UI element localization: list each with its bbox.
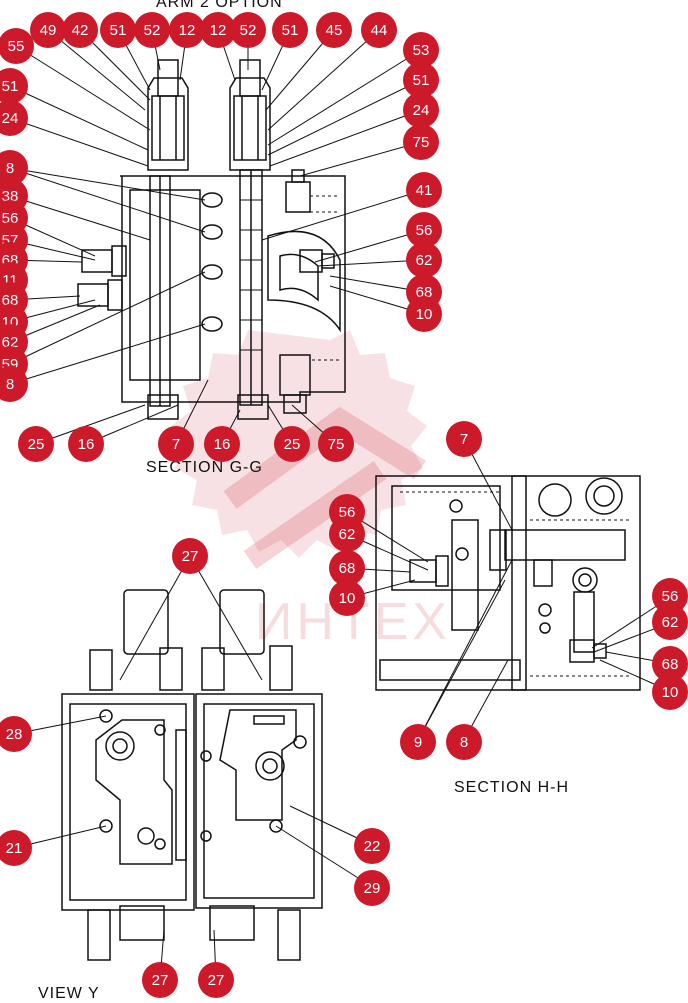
- callout: 7: [158, 426, 194, 462]
- callout: 75: [318, 426, 354, 462]
- callout: 9: [400, 724, 436, 760]
- callout: 24: [403, 92, 439, 128]
- callout: 56: [406, 212, 442, 248]
- callout: 10: [406, 296, 442, 332]
- callout: 28: [0, 716, 32, 752]
- callout: 8: [446, 724, 482, 760]
- callout: 10: [329, 580, 365, 616]
- callout: 55: [0, 28, 34, 64]
- callout: 22: [354, 828, 390, 864]
- callout: 12: [169, 12, 205, 48]
- callout: 27: [198, 962, 234, 998]
- callout: 25: [18, 426, 54, 462]
- callout: 62: [329, 516, 365, 552]
- section-gg-drawing: [77, 59, 346, 420]
- callout: 62: [652, 604, 688, 640]
- callout: 51: [0, 68, 28, 104]
- header-fragment-label: ARM 2 OPTION: [156, 0, 283, 11]
- view-y-drawing: [61, 589, 323, 961]
- callout: 51: [272, 12, 308, 48]
- callout: 16: [68, 426, 104, 462]
- callout: 21: [0, 830, 32, 866]
- callout: 42: [62, 12, 98, 48]
- callout: 29: [354, 870, 390, 906]
- section-hh-title: SECTION H-H: [454, 779, 569, 796]
- callout: 41: [406, 172, 442, 208]
- callout: 44: [361, 12, 397, 48]
- callout: 16: [204, 426, 240, 462]
- callout: 51: [100, 12, 136, 48]
- callout: 25: [274, 426, 310, 462]
- callout: 10: [652, 674, 688, 710]
- section-hh-drawing: [375, 475, 641, 691]
- callout: 7: [446, 421, 482, 457]
- callout: 8: [0, 366, 28, 402]
- section-gg-title: SECTION G-G: [146, 459, 263, 476]
- callout: 45: [316, 12, 352, 48]
- callout: 62: [406, 242, 442, 278]
- callout: 27: [142, 962, 178, 998]
- callout: 52: [230, 12, 266, 48]
- callout: 24: [0, 100, 28, 136]
- callout: 49: [30, 12, 66, 48]
- callout: 52: [134, 12, 170, 48]
- callout: 75: [403, 124, 439, 160]
- callout: 27: [172, 538, 208, 574]
- view-y-title: VIEW Y: [38, 985, 100, 1002]
